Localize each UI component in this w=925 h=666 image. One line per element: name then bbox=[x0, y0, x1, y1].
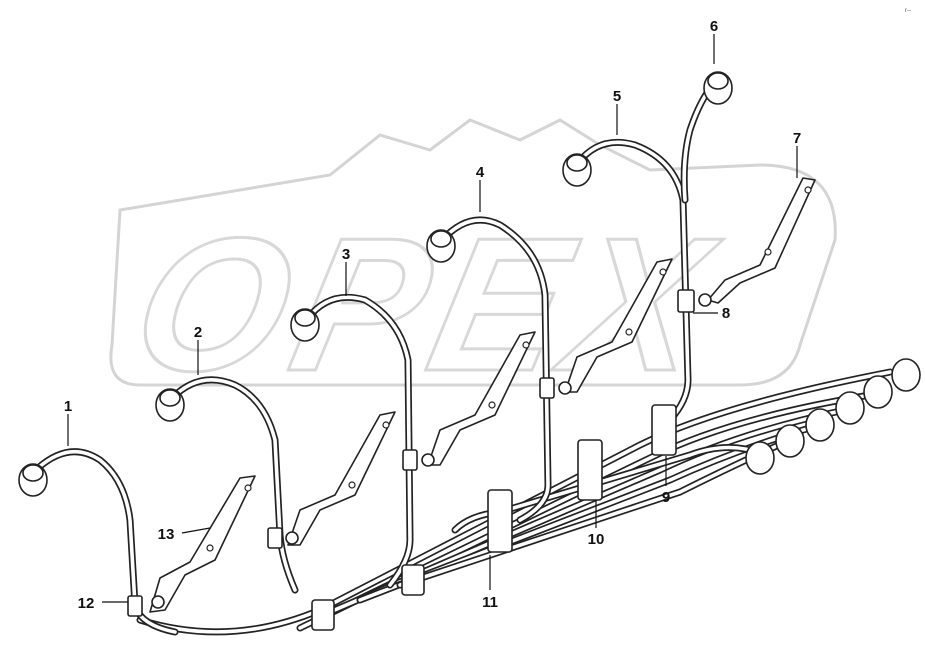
bracket-2 bbox=[287, 411, 396, 546]
union-nut-2 bbox=[155, 388, 185, 422]
injector-pipes bbox=[34, 81, 717, 636]
pump-nut bbox=[891, 358, 921, 392]
bracket-hole bbox=[625, 328, 633, 336]
clamp-screw bbox=[421, 453, 435, 467]
pump-nut bbox=[835, 391, 865, 425]
clamp-8 bbox=[677, 289, 695, 313]
callout-9: 9 bbox=[662, 489, 670, 506]
union-nut-5 bbox=[562, 153, 592, 187]
watermark: OPEX bbox=[109, 118, 837, 412]
union-nut-1 bbox=[18, 463, 48, 497]
clamp-block bbox=[311, 599, 335, 631]
pump-nut bbox=[805, 408, 835, 442]
callout-10: 10 bbox=[588, 531, 605, 548]
callout-6: 6 bbox=[710, 18, 718, 35]
bracket-hole bbox=[488, 401, 496, 409]
clamp-block bbox=[401, 564, 425, 596]
pump-nut bbox=[745, 441, 775, 475]
bracket-hole bbox=[804, 186, 812, 194]
union-nut-6 bbox=[703, 71, 733, 105]
union-nut-4 bbox=[426, 229, 456, 263]
callout-1: 1 bbox=[64, 398, 72, 415]
callout-13: 13 bbox=[158, 526, 175, 543]
bracket-7 bbox=[707, 177, 816, 304]
union-nuts-top bbox=[18, 71, 733, 497]
bracket-hole bbox=[522, 341, 530, 349]
callout-3: 3 bbox=[342, 246, 350, 263]
callout-labels: 1 2 3 4 5 6 7 8 9 10 11 12 13 bbox=[64, 18, 801, 612]
leader-lines bbox=[67, 34, 798, 603]
clamp bbox=[402, 449, 418, 471]
leader-13 bbox=[181, 527, 211, 534]
bracket-hole bbox=[206, 544, 214, 552]
clamp-screw bbox=[151, 595, 165, 609]
clamps bbox=[127, 289, 712, 631]
callout-8: 8 bbox=[722, 305, 730, 322]
callout-12: 12 bbox=[78, 595, 95, 612]
clamp bbox=[539, 377, 555, 399]
callout-11: 11 bbox=[482, 594, 498, 611]
callout-4: 4 bbox=[476, 164, 485, 181]
bracket-hole bbox=[659, 268, 667, 276]
pipe-bundle bbox=[136, 368, 894, 636]
pump-nut bbox=[775, 424, 805, 458]
bracket-4 bbox=[564, 258, 673, 393]
clamp-12 bbox=[127, 595, 143, 617]
bracket-3 bbox=[427, 331, 536, 466]
bracket-hole bbox=[348, 481, 356, 489]
clamp-block-11 bbox=[487, 489, 513, 553]
bracket-hole bbox=[382, 421, 390, 429]
pump-nut bbox=[863, 375, 893, 409]
clamp-block-9 bbox=[651, 404, 677, 456]
union-nuts-pump-side bbox=[745, 358, 921, 475]
clamp-screw bbox=[698, 293, 712, 307]
corner-mark: r-- bbox=[905, 8, 911, 14]
clamp-screw bbox=[285, 531, 299, 545]
clamp-block-10 bbox=[577, 439, 603, 501]
bracket-hole bbox=[764, 248, 772, 256]
bracket-hole bbox=[244, 484, 252, 492]
clamp bbox=[267, 527, 283, 549]
bracket-13 bbox=[149, 475, 256, 613]
brackets bbox=[149, 177, 816, 613]
callout-2: 2 bbox=[194, 324, 202, 341]
callout-5: 5 bbox=[613, 88, 621, 105]
clamp-screw bbox=[558, 381, 572, 395]
watermark-text: OPEX bbox=[118, 198, 733, 411]
union-nut-3 bbox=[290, 308, 320, 342]
callout-7: 7 bbox=[793, 130, 801, 147]
